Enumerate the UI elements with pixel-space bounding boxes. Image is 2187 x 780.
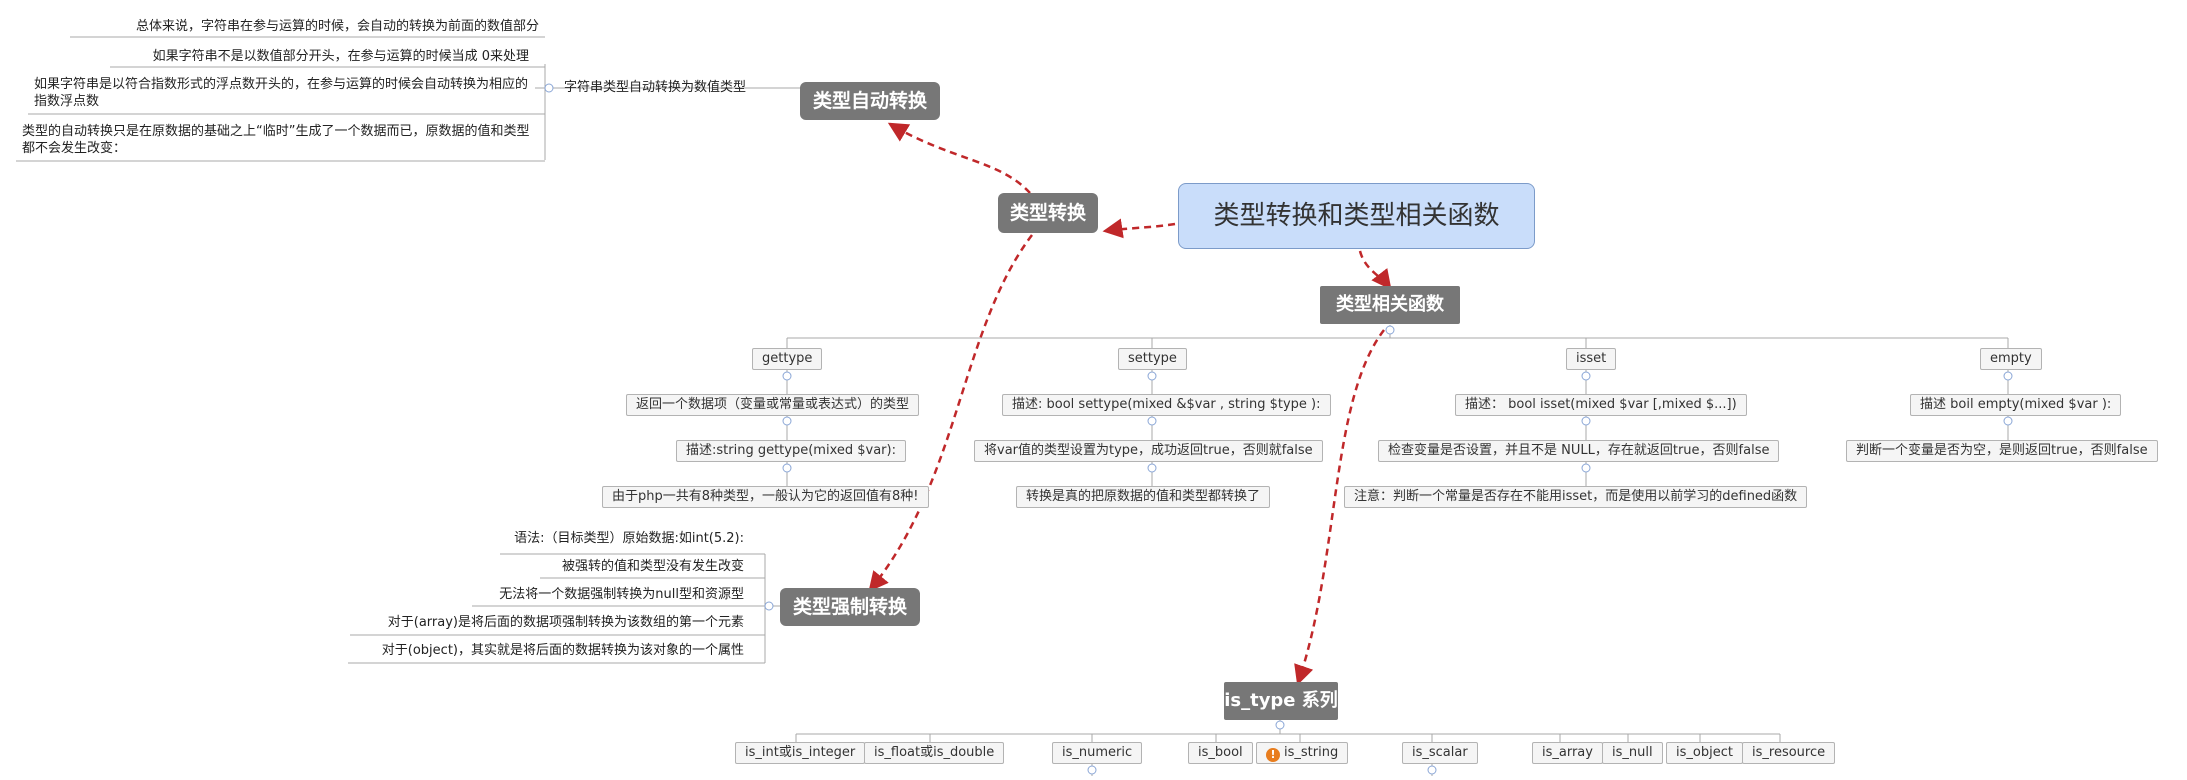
- function-settype[interactable]: settype: [1118, 348, 1187, 370]
- settype-detail-2[interactable]: 将var值的类型设置为type，成功返回true，否则就false: [974, 440, 1323, 462]
- connector-conversion-to-forced: [868, 234, 1033, 592]
- isset-detail-1[interactable]: 描述： bool isset(mixed $var [,mixed $...]): [1455, 394, 1747, 416]
- is-type-object[interactable]: is_object: [1666, 742, 1743, 764]
- connector-central-to-functions: [1358, 250, 1392, 290]
- note-forced-2[interactable]: 无法将一个数据强制转换为null型和资源型: [499, 587, 744, 602]
- note-auto-3[interactable]: 如果字符串是以符合指数形式的浮点数开头的，在参与运算的时候会自动转换为相应的指数…: [34, 77, 529, 109]
- is-type-resource[interactable]: is_resource: [1742, 742, 1836, 764]
- is-type-string-label: is_string: [1284, 745, 1339, 760]
- function-isset[interactable]: isset: [1566, 348, 1617, 370]
- empty-detail-1[interactable]: 描述 boil empty(mixed $var ):: [1910, 394, 2122, 416]
- note-forced-1[interactable]: 被强转的值和类型没有发生改变: [561, 559, 744, 574]
- connector-central-to-conversion: [1102, 218, 1176, 239]
- settype-detail-3[interactable]: 转换是真的把原数据的值和类型都转换了: [1016, 486, 1271, 508]
- topic-type-functions[interactable]: 类型相关函数: [1320, 286, 1460, 324]
- note-forced-syntax[interactable]: 语法:（目标类型）原始数据:如int(5.2):: [514, 531, 744, 546]
- is-type-float[interactable]: is_float或is_double: [864, 742, 1005, 764]
- note-auto-2[interactable]: 如果字符串不是以数值部分开头，在参与运算的时候当成 0来处理: [152, 49, 529, 64]
- is-type-string[interactable]: ! is_string: [1256, 742, 1349, 764]
- topic-forced-conversion[interactable]: 类型强制转换: [780, 588, 920, 626]
- is-type-numeric[interactable]: is_numeric: [1052, 742, 1143, 764]
- function-empty[interactable]: empty: [1980, 348, 2042, 370]
- gettype-detail-1[interactable]: 返回一个数据项（变量或常量或表达式）的类型: [626, 394, 920, 416]
- isset-detail-2[interactable]: 检查变量是否设置，并且不是 NULL，存在就返回true，否则false: [1378, 440, 1780, 462]
- isset-detail-3[interactable]: 注意：判断一个常量是否存在不能用isset，而是使用以前学习的defined函数: [1344, 486, 1808, 508]
- warning-icon: !: [1266, 748, 1280, 762]
- central-topic[interactable]: 类型转换和类型相关函数: [1178, 183, 1535, 249]
- is-type-bool[interactable]: is_bool: [1188, 742, 1253, 764]
- note-auto-4[interactable]: 类型的自动转换只是在原数据的基础之上“临时”生成了一个数据而已，原数据的值和类型…: [22, 124, 530, 156]
- topic-auto-conversion[interactable]: 类型自动转换: [800, 82, 940, 120]
- note-auto-1[interactable]: 总体来说，字符串在参与运算的时候，会自动的转换为前面的数值部分: [135, 19, 539, 34]
- connector-conversion-to-auto: [887, 122, 1031, 194]
- is-type-int[interactable]: is_int或is_integer: [735, 742, 866, 764]
- gettype-detail-2[interactable]: 描述:string gettype(mixed $var):: [676, 440, 906, 462]
- topic-is-type-series[interactable]: is_type 系列: [1224, 682, 1338, 720]
- is-type-array[interactable]: is_array: [1532, 742, 1603, 764]
- gettype-detail-3[interactable]: 由于php一共有8种类型，一般认为它的返回值有8种!: [602, 486, 929, 508]
- empty-detail-2[interactable]: 判断一个变量是否为空，是则返回true，否则false: [1846, 440, 2158, 462]
- note-forced-3[interactable]: 对于(array)是将后面的数据项强制转换为该数组的第一个元素: [387, 615, 744, 630]
- is-type-null[interactable]: is_null: [1602, 742, 1663, 764]
- topic-type-conversion[interactable]: 类型转换: [998, 193, 1098, 233]
- is-type-scalar[interactable]: is_scalar: [1402, 742, 1478, 764]
- connector-functions-to-istype: [1294, 329, 1385, 686]
- function-gettype[interactable]: gettype: [752, 348, 823, 370]
- note-forced-4[interactable]: 对于(object)，其实就是将后面的数据转换为该对象的一个属性: [381, 643, 744, 658]
- subtopic-string-to-number[interactable]: 字符串类型自动转换为数值类型: [564, 80, 747, 95]
- settype-detail-1[interactable]: 描述: bool settype(mixed &$var , string $t…: [1002, 394, 1331, 416]
